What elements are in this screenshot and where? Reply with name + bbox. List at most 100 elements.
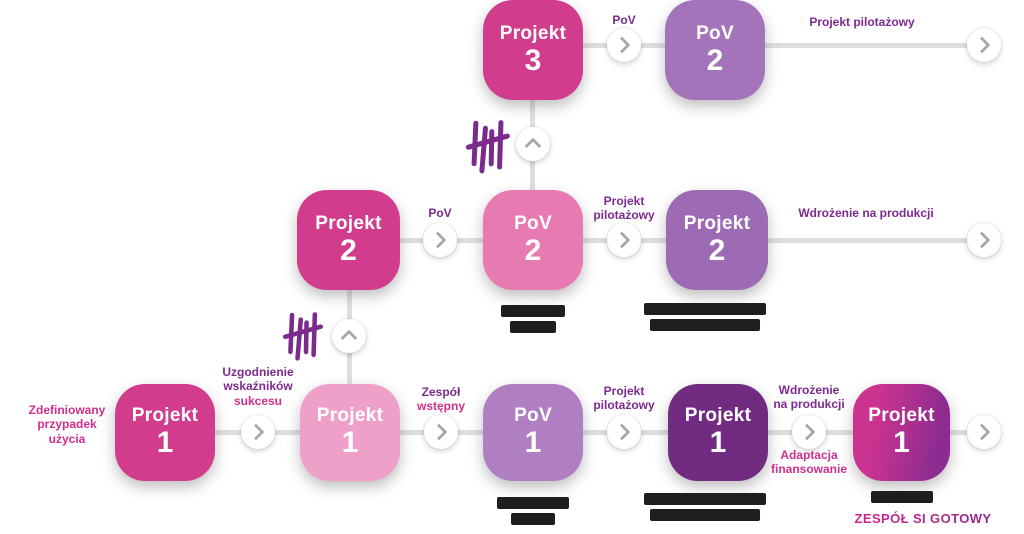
node-projekt-3: Projekt 3: [483, 0, 583, 100]
node-label: PoV: [696, 22, 734, 44]
redacted-caption: [640, 299, 770, 331]
node-number: 2: [708, 233, 726, 267]
node-label: PoV: [514, 405, 552, 427]
redacted-text-bar: [650, 509, 760, 521]
node-number: 1: [893, 426, 910, 460]
label-text: Projekt: [603, 384, 645, 398]
node-label: Projekt: [499, 22, 567, 44]
node-label: Projekt: [131, 405, 199, 427]
connector-line: [765, 43, 984, 48]
connector-line: [768, 238, 984, 243]
label-pov-top: PoV: [594, 13, 654, 27]
scribble-icon: [282, 312, 323, 361]
label-text: przypadek: [37, 417, 97, 432]
node-projekt-1-final: Projekt 1: [853, 384, 950, 481]
label-text: finansowanie: [770, 462, 847, 477]
label-text: wskaźników: [223, 379, 293, 394]
step-circle: [516, 127, 550, 161]
node-pov-2-mid: PoV 2: [483, 190, 583, 290]
chevron-right-icon: [973, 36, 991, 54]
step-circle: [241, 415, 275, 449]
label-text: pilotażowy: [593, 208, 655, 223]
label-text: PoV: [428, 206, 452, 220]
node-number: 1: [341, 426, 359, 460]
step-circle: [792, 415, 826, 449]
label-text: Adaptacja: [780, 448, 838, 462]
node-number: 1: [524, 426, 542, 460]
label-text: Projekt: [603, 194, 645, 208]
redacted-text-bar: [644, 493, 766, 505]
step-circle: [607, 415, 641, 449]
step-circle: [607, 223, 641, 257]
label-text: na produkcji: [773, 397, 845, 412]
node-projekt-1-dark: Projekt 1: [668, 384, 768, 481]
redacted-text-bar: [497, 497, 569, 509]
node-label: Projekt: [868, 405, 935, 427]
step-circle: [967, 28, 1001, 62]
label-production-mid: Wdrożenie na produkcji: [776, 206, 956, 220]
node-number: 1: [709, 426, 727, 460]
node-projekt-2-right: Projekt 2: [666, 190, 768, 290]
redacted-caption: [853, 487, 950, 503]
redacted-caption: [483, 301, 583, 333]
label-text: Wdrożenie na produkcji: [798, 206, 934, 220]
step-circle: [424, 415, 458, 449]
node-number: 2: [706, 43, 724, 77]
redacted-text-bar: [644, 303, 766, 315]
label-text: PoV: [612, 13, 636, 27]
label-final-caps: ZESPÓŁ SI GOTOWY: [823, 511, 1023, 526]
node-label: Projekt: [315, 212, 382, 234]
redacted-text-bar: [511, 513, 555, 525]
node-projekt-1-pink: Projekt 1: [300, 384, 400, 481]
step-circle: [967, 223, 1001, 257]
chevron-right-icon: [973, 423, 991, 441]
step-circle: [423, 223, 457, 257]
label-text: użycia: [48, 431, 86, 446]
label-text: wstępny: [416, 399, 465, 414]
label-text: pilotażowy: [593, 398, 655, 413]
label-success-metrics: Uzgodnienie wskaźników sukcesu: [208, 365, 308, 408]
step-circle: [332, 319, 366, 353]
node-label: Projekt: [684, 405, 752, 427]
label-pilot-top: Projekt pilotażowy: [772, 15, 952, 29]
label-text: Wdrożenie: [778, 383, 840, 397]
label-text: Projekt pilotażowy: [809, 15, 915, 29]
chevron-right-icon: [798, 423, 816, 441]
chevron-right-icon: [613, 231, 631, 249]
node-pov-2-top: PoV 2: [665, 0, 765, 100]
label-pov-mid: PoV: [410, 206, 470, 220]
node-label: Projekt: [316, 405, 384, 427]
redacted-caption: [483, 493, 583, 525]
chevron-right-icon: [429, 231, 447, 249]
label-team: Zespół wstępny: [398, 385, 484, 414]
redacted-text-bar: [870, 491, 933, 503]
redacted-text-bar: [650, 319, 760, 331]
node-label: PoV: [514, 212, 552, 234]
chevron-right-icon: [430, 423, 448, 441]
label-text: Zespół: [421, 385, 461, 399]
node-number: 2: [524, 233, 542, 267]
redacted-caption: [640, 489, 770, 521]
label-text: Zdefiniowany: [28, 403, 106, 417]
redacted-text-bar: [501, 305, 565, 317]
node-number: 3: [524, 43, 542, 77]
chevron-up-icon: [524, 137, 542, 155]
chevron-right-icon: [973, 231, 991, 249]
chevron-right-icon: [247, 423, 265, 441]
step-circle: [607, 28, 641, 62]
node-projekt-2-left: Projekt 2: [297, 190, 400, 290]
chevron-up-icon: [340, 329, 358, 347]
chevron-right-icon: [613, 423, 631, 441]
node-number: 2: [340, 233, 357, 267]
label-text: sukcesu: [233, 393, 283, 408]
node-number: 1: [156, 426, 174, 460]
label-pilot-bottom: Projekt pilotażowy: [574, 384, 674, 413]
node-projekt-1-start: Projekt 1: [115, 384, 215, 481]
label-production-bottom: Wdrożenie na produkcji: [762, 383, 856, 412]
step-circle: [967, 415, 1001, 449]
redacted-text-bar: [510, 321, 556, 333]
chevron-right-icon: [613, 36, 631, 54]
label-adaptation: Adaptacja finansowanie: [759, 448, 859, 477]
label-text: Uzgodnienie: [222, 365, 294, 379]
